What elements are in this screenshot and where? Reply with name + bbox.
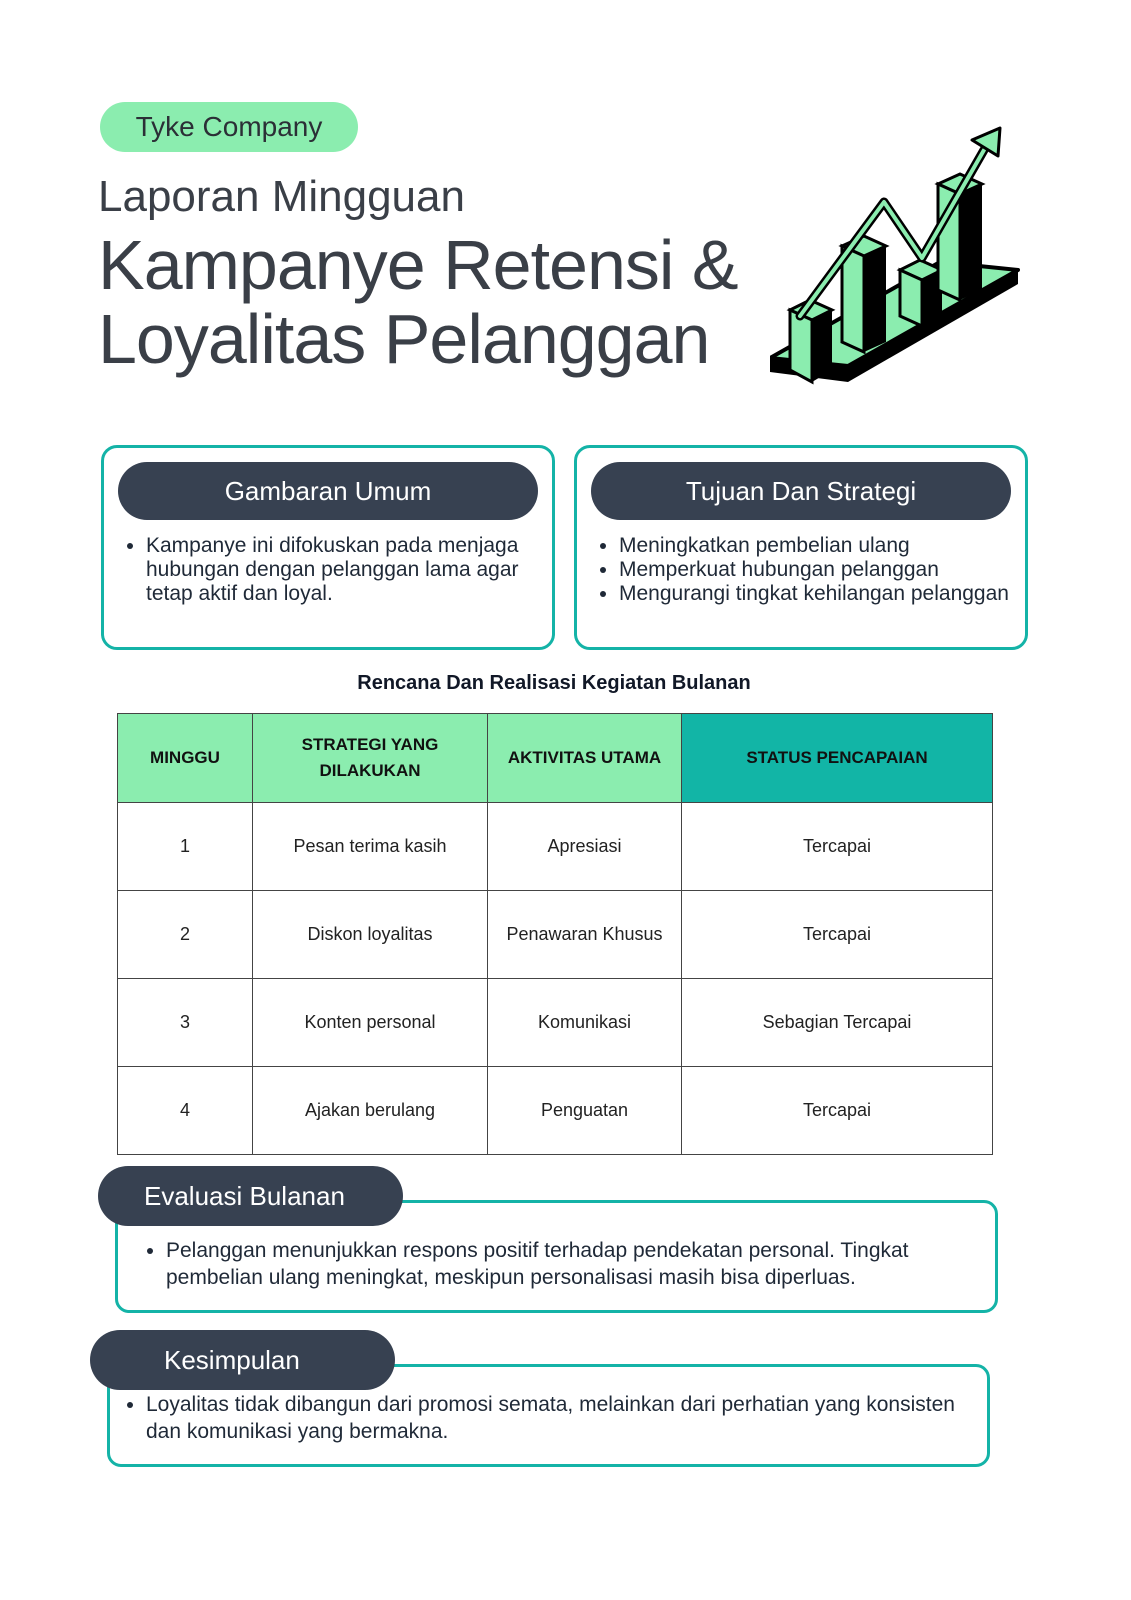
strategy-cell: Konten personal <box>252 978 488 1067</box>
conclusion-list: Loyalitas tidak dibangun dari promosi se… <box>126 1391 967 1445</box>
status-cell: Tercapai <box>681 802 993 891</box>
status-cell: Tercapai <box>681 1066 993 1155</box>
conclusion-item: Loyalitas tidak dibangun dari promosi se… <box>146 1391 967 1445</box>
bar-2-icon <box>838 234 890 355</box>
table-header-row: MINGGU STRATEGI YANG DILAKUKAN AKTIVITAS… <box>117 713 993 803</box>
goal-item: Meningkatkan pembelian ulang <box>619 534 1009 558</box>
status-cell: Sebagian Tercapai <box>681 978 993 1067</box>
table-row: 4 Ajakan berulang Penguatan Tercapai <box>117 1066 993 1155</box>
company-name: Tyke Company <box>135 111 323 142</box>
overview-item: Kampanye ini difokuskan pada menjaga hub… <box>146 534 536 606</box>
activity-cell: Penawaran Khusus <box>487 890 682 979</box>
strategy-cell: Pesan terima kasih <box>252 802 488 891</box>
goals-list: Meningkatkan pembelian ulang Memperkuat … <box>599 534 1009 606</box>
column-header-strategy: STRATEGI YANG DILAKUKAN <box>252 713 488 803</box>
bar-1-icon <box>786 298 836 385</box>
column-header-status: STATUS PENCAPAIAN <box>681 713 993 803</box>
column-header-activity: AKTIVITAS UTAMA <box>487 713 682 803</box>
status-cell: Tercapai <box>681 890 993 979</box>
activity-table: MINGGU STRATEGI YANG DILAKUKAN AKTIVITAS… <box>117 713 993 1155</box>
overview-list: Kampanye ini difokuskan pada menjaga hub… <box>126 534 536 606</box>
activity-cell: Penguatan <box>487 1066 682 1155</box>
evaluation-heading: Evaluasi Bulanan <box>98 1166 403 1226</box>
title-line-2: Loyalitas Pelanggan <box>98 300 710 378</box>
evaluation-list: Pelanggan menunjukkan respons positif te… <box>146 1237 975 1291</box>
page-title: Kampanye Retensi & Loyalitas Pelanggan <box>98 228 798 376</box>
growth-chart-illustration <box>770 126 1020 385</box>
bar-3-icon <box>896 258 946 329</box>
column-header-week: MINGGU <box>117 713 253 803</box>
goals-card: Tujuan Dan Strategi Meningkatkan pembeli… <box>574 445 1028 650</box>
report-subtitle: Laporan Mingguan <box>98 172 465 221</box>
week-cell: 4 <box>117 1066 253 1155</box>
table-row: 1 Pesan terima kasih Apresiasi Tercapai <box>117 802 993 891</box>
trend-arrow-icon <box>795 126 1002 321</box>
conclusion-heading: Kesimpulan <box>90 1330 395 1390</box>
title-line-1: Kampanye Retensi & <box>98 226 739 304</box>
activity-cell: Komunikasi <box>487 978 682 1067</box>
company-badge: Tyke Company <box>100 102 358 152</box>
overview-card: Gambaran Umum Kampanye ini difokuskan pa… <box>101 445 555 650</box>
goal-item: Memperkuat hubungan pelanggan <box>619 558 1009 582</box>
conclusion-box: Loyalitas tidak dibangun dari promosi se… <box>107 1364 990 1467</box>
table-title: Rencana Dan Realisasi Kegiatan Bulanan <box>357 672 751 694</box>
strategy-cell: Ajakan berulang <box>252 1066 488 1155</box>
week-cell: 1 <box>117 802 253 891</box>
table-row: 2 Diskon loyalitas Penawaran Khusus Terc… <box>117 890 993 979</box>
strategy-cell: Diskon loyalitas <box>252 890 488 979</box>
week-cell: 2 <box>117 890 253 979</box>
overview-heading: Gambaran Umum <box>118 462 538 520</box>
goal-item: Mengurangi tingkat kehilangan pelanggan <box>619 582 1009 606</box>
activity-cell: Apresiasi <box>487 802 682 891</box>
week-cell: 3 <box>117 978 253 1067</box>
table-row: 3 Konten personal Komunikasi Sebagian Te… <box>117 978 993 1067</box>
goals-heading: Tujuan Dan Strategi <box>591 462 1011 520</box>
evaluation-item: Pelanggan menunjukkan respons positif te… <box>166 1237 975 1291</box>
